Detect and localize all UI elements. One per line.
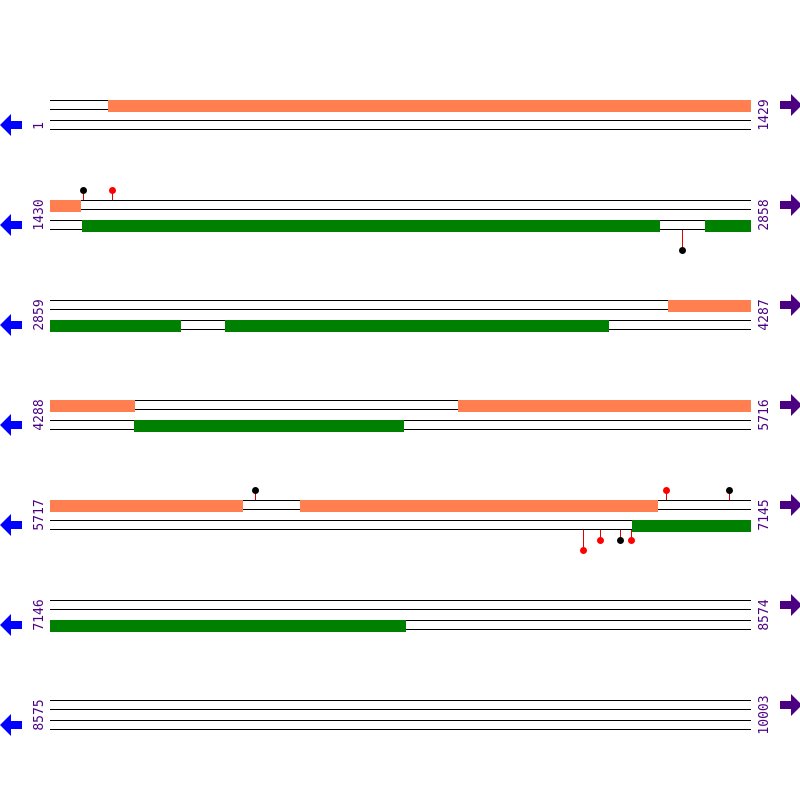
reverse-strand (50, 620, 751, 632)
forward-strand (50, 400, 751, 412)
left-arrow-icon (0, 414, 22, 436)
marker-dot-red (580, 547, 587, 554)
reverse-strand (50, 120, 751, 130)
right-arrow-icon (780, 594, 800, 616)
reverse-feature (50, 320, 181, 332)
reverse-strand (50, 320, 751, 332)
marker-stem (600, 530, 601, 540)
left-arrow-icon (0, 114, 22, 136)
forward-strand (50, 500, 751, 512)
right-arrow-icon (780, 694, 800, 716)
sequence-row-1: 1 1429 (0, 0, 800, 136)
right-arrow-icon (780, 394, 800, 416)
left-arrow-icon (0, 614, 22, 636)
reverse-feature (134, 420, 404, 432)
sequence-row-6: 7146 8574 (0, 500, 800, 636)
right-arrow-icon (780, 294, 800, 316)
left-arrow-icon (0, 214, 22, 236)
forward-feature (108, 100, 751, 112)
left-arrow-icon (0, 514, 22, 536)
row-start-label: 8575 (32, 699, 47, 731)
forward-strand (50, 100, 751, 112)
reverse-feature (50, 620, 406, 632)
marker-stem (682, 230, 683, 250)
marker-dot-black (252, 487, 259, 494)
sequence-row-3: 2859 4287 (0, 200, 800, 336)
reverse-feature (632, 520, 751, 532)
left-arrow-icon (0, 314, 22, 336)
reverse-strand (50, 420, 751, 432)
marker-dot-red (628, 537, 635, 544)
forward-strand (50, 700, 751, 710)
forward-feature (50, 400, 135, 412)
reverse-feature (225, 320, 609, 332)
forward-feature (668, 300, 751, 312)
sequence-row-7: 8575 10003 (0, 600, 800, 736)
marker-stem (666, 490, 667, 500)
right-arrow-icon (780, 194, 800, 216)
forward-strand (50, 300, 751, 312)
reverse-feature (705, 220, 751, 232)
reverse-strand (50, 520, 751, 532)
marker-dot-black (80, 187, 87, 194)
forward-feature (50, 500, 243, 512)
marker-stem (729, 490, 730, 500)
marker-dot-black (726, 487, 733, 494)
right-arrow-icon (780, 494, 800, 516)
marker-dot-red (597, 537, 604, 544)
sequence-row-4: 4288 5716 (0, 300, 800, 436)
row-end-label: 10003 (757, 695, 772, 735)
marker-dot-black (679, 247, 686, 254)
marker-dot-red (663, 487, 670, 494)
marker-stem (255, 490, 256, 500)
marker-stem (620, 530, 621, 540)
sequence-row-2: 1430 2858 (0, 100, 800, 254)
forward-feature (300, 500, 658, 512)
marker-stem (83, 190, 84, 200)
forward-strand (50, 200, 751, 212)
marker-stem (631, 530, 632, 540)
reverse-strand (50, 220, 751, 232)
marker-dot-black (617, 537, 624, 544)
left-arrow-icon (0, 714, 22, 736)
marker-stem (583, 530, 584, 550)
marker-dot-red (109, 187, 116, 194)
right-arrow-icon (780, 94, 800, 116)
forward-feature (458, 400, 751, 412)
reverse-strand (50, 720, 751, 730)
sequence-row-5: 5717 7145 (0, 400, 800, 554)
marker-stem (112, 190, 113, 200)
forward-feature (50, 200, 81, 212)
reverse-feature (82, 220, 660, 232)
forward-strand (50, 600, 751, 610)
